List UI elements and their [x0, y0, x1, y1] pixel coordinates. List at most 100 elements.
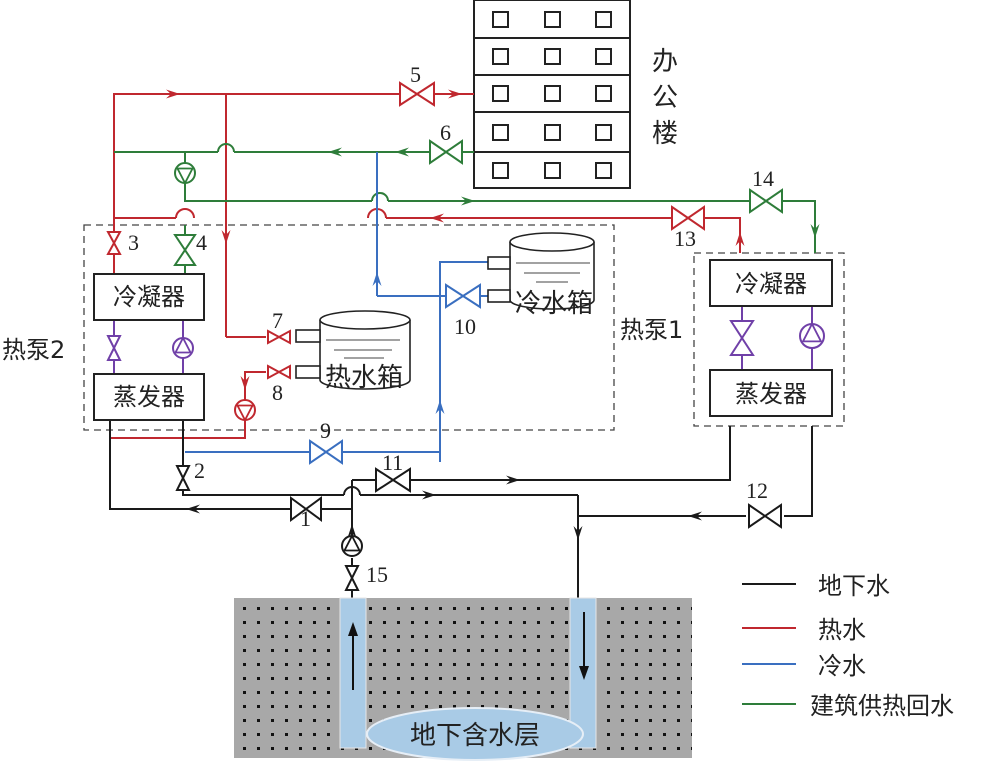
condenser-2-label: 冷凝器	[113, 283, 185, 311]
window	[492, 85, 509, 102]
valve-10[interactable]	[445, 283, 481, 309]
flow-arrow	[506, 475, 520, 485]
compressor-1[interactable]	[799, 322, 825, 349]
flow-arrow	[328, 147, 342, 157]
pump-return[interactable]	[174, 162, 196, 185]
valve-8[interactable]	[267, 364, 291, 380]
valve-label-6: 6	[440, 120, 451, 145]
evaporator-1-label: 蒸发器	[735, 380, 807, 408]
legend: 地下水 热水 冷水 建筑供热回水	[742, 572, 954, 720]
valve-label-2: 2	[194, 458, 205, 483]
valve-3[interactable]	[106, 231, 122, 255]
return-water-pipes	[114, 143, 816, 274]
valve-15[interactable]	[344, 565, 360, 591]
window	[544, 85, 561, 102]
valve-4[interactable]	[173, 234, 197, 266]
building-label-2: 公	[652, 83, 678, 113]
valve-13[interactable]	[671, 205, 705, 231]
evaporator-1	[709, 369, 833, 417]
valve-12[interactable]	[748, 503, 782, 529]
flow-arrow	[395, 147, 409, 157]
valve-7[interactable]	[267, 329, 291, 345]
window	[544, 162, 561, 179]
flow-arrow	[166, 89, 180, 99]
window	[595, 48, 612, 65]
valve-label-11: 11	[382, 450, 403, 475]
legend-label-cold: 冷水	[818, 652, 866, 680]
condenser-2	[93, 273, 205, 321]
valve-5[interactable]	[399, 81, 435, 107]
valve-1[interactable]	[290, 496, 322, 522]
flow-arrow	[422, 490, 436, 500]
cold-water-tank: 冷水箱	[487, 232, 595, 319]
valve-14[interactable]	[749, 188, 783, 214]
flow-arrow	[347, 524, 357, 538]
window	[492, 11, 509, 28]
flow-arrow	[461, 196, 475, 206]
valve-11[interactable]	[375, 467, 411, 493]
valve-label-9: 9	[320, 418, 331, 443]
pump-hot[interactable]	[234, 399, 256, 422]
compressor-2[interactable]	[172, 336, 194, 359]
legend-label-hot: 热水	[818, 616, 866, 644]
office-building	[473, 0, 631, 189]
valve-label-4: 4	[196, 230, 207, 255]
valve-2[interactable]	[175, 465, 191, 491]
valve-label-3: 3	[128, 230, 139, 255]
window	[544, 11, 561, 28]
building-label-1: 办	[652, 47, 678, 77]
heat-pump-2: 冷凝器 蒸发器	[93, 273, 205, 421]
flow-arrow	[573, 526, 583, 540]
window	[595, 11, 612, 28]
valve-label-10: 10	[454, 314, 476, 339]
flow-arrow	[688, 511, 702, 521]
heat-pump-1-label: 热泵1	[620, 316, 683, 344]
flow-arrow	[221, 230, 231, 244]
heat-pump-2-label: 热泵2	[2, 336, 65, 364]
cold-tank-label: 冷水箱	[515, 289, 593, 319]
window	[595, 162, 612, 179]
flow-arrow	[735, 232, 745, 246]
expansion-valve-1[interactable]	[729, 320, 755, 356]
valve-label-15: 15	[366, 562, 388, 587]
window	[492, 124, 509, 141]
flow-arrow	[448, 89, 462, 99]
groundwater-pipes	[109, 420, 813, 600]
heat-pump-2-boundary	[83, 224, 615, 431]
heat-pump-1: 冷凝器 蒸发器	[709, 259, 833, 417]
condenser-1-label: 冷凝器	[735, 270, 807, 298]
evaporator-2-label: 蒸发器	[113, 383, 185, 411]
window	[544, 48, 561, 65]
valve-label-13: 13	[674, 226, 696, 251]
aquifer-label: 地下含水层	[410, 721, 540, 751]
window	[544, 124, 561, 141]
flow-arrow	[430, 213, 444, 223]
valve-9[interactable]	[309, 439, 343, 465]
valve-label-14: 14	[752, 166, 774, 191]
window	[492, 48, 509, 65]
flow-arrow	[810, 224, 820, 238]
flow-arrow	[435, 400, 445, 414]
expansion-valve-2[interactable]	[106, 335, 122, 361]
flow-arrow	[372, 272, 382, 286]
valve-label-5: 5	[410, 62, 421, 87]
window	[595, 85, 612, 102]
window	[492, 162, 509, 179]
evaporator-2	[93, 373, 205, 421]
valve-label-8: 8	[272, 380, 283, 405]
condenser-1	[709, 259, 833, 307]
ground-section: 地下含水层	[234, 597, 692, 761]
legend-label-return: 建筑供热回水	[810, 692, 954, 720]
valve-label-12: 12	[746, 478, 768, 503]
hot-water-tank: 热水箱	[295, 310, 411, 393]
building-label-3: 楼	[652, 119, 678, 149]
hot-tank-label: 热水箱	[325, 363, 403, 393]
window	[595, 124, 612, 141]
pump-groundwater[interactable]	[341, 534, 363, 557]
valve-6[interactable]	[429, 139, 463, 165]
flow-arrow	[240, 376, 250, 390]
valve-label-7: 7	[272, 308, 283, 333]
valve-label-1: 1	[300, 506, 311, 531]
